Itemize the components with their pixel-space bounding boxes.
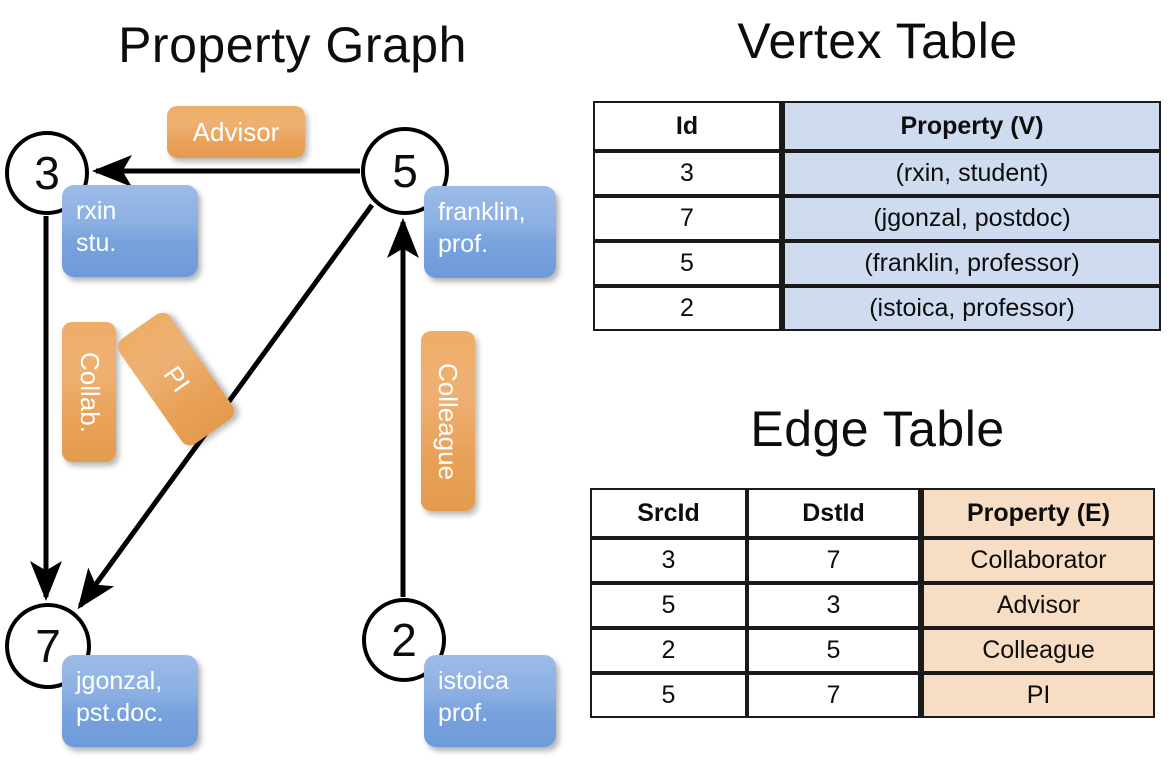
edge-table-header-row: SrcId DstId Property (E) <box>590 488 1155 538</box>
edge-label-collab: Collab. <box>62 322 116 462</box>
edge-cell-dst: 3 <box>747 583 920 628</box>
edge-label-advisor: Advisor <box>167 106 305 158</box>
edge-label-advisor-text: Advisor <box>192 116 280 147</box>
vertex-cell-property: (jgonzal, postdoc) <box>781 196 1161 241</box>
vertex-table-header-row: Id Property (V) <box>593 101 1161 151</box>
edge-table-header-srcid: SrcId <box>590 488 747 538</box>
edge-cell-property: Advisor <box>920 583 1155 628</box>
edge-label-pi-text: PI <box>157 360 196 398</box>
table-row[interactable]: 7 (jgonzal, postdoc) <box>593 196 1161 241</box>
vertex-cell-property: (franklin, professor) <box>781 241 1161 286</box>
edge-cell-src: 2 <box>590 628 747 673</box>
table-row[interactable]: 5 (franklin, professor) <box>593 241 1161 286</box>
edge-table-header-property: Property (E) <box>920 488 1155 538</box>
table-row[interactable]: 2 5 Colleague <box>590 628 1155 673</box>
vertex-cell-id: 3 <box>593 151 781 196</box>
edge-cell-dst: 7 <box>747 538 920 583</box>
edge-label-colleague-text: Colleague <box>433 362 464 480</box>
edge-cell-dst: 5 <box>747 628 920 673</box>
graph-node-3-label: 3 <box>34 147 60 199</box>
vertex-table-header-property: Property (V) <box>781 101 1161 151</box>
edge-cell-src: 5 <box>590 583 747 628</box>
vertex-cell-property: (istoica, professor) <box>781 286 1161 331</box>
edge-table-header-dstid: DstId <box>747 488 920 538</box>
node-property-box-3: rxin stu. <box>62 185 198 277</box>
edge-cell-property: PI <box>920 673 1155 718</box>
page-title-property-graph: Property Graph <box>118 17 467 73</box>
edge-cell-dst: 7 <box>747 673 920 718</box>
node-property-box-5: franklin, prof. <box>424 186 556 278</box>
table-row[interactable]: 2 (istoica, professor) <box>593 286 1161 331</box>
graph-node-2[interactable]: 2 <box>362 598 446 682</box>
edge-table: SrcId DstId Property (E) 3 7 Collaborato… <box>590 488 1155 718</box>
edge-label-collab-text: Collab. <box>74 351 105 433</box>
graph-node-2-label: 2 <box>391 614 417 666</box>
node-property-box-2: istoica prof. <box>424 655 556 747</box>
table-row[interactable]: 5 7 PI <box>590 673 1155 718</box>
vertex-cell-id: 5 <box>593 241 781 286</box>
graph-node-5[interactable]: 5 <box>361 127 449 215</box>
vertex-table: Id Property (V) 3 (rxin, student) 7 (jgo… <box>593 101 1161 331</box>
edge-cell-property: Colleague <box>920 628 1155 673</box>
vertex-cell-property: (rxin, student) <box>781 151 1161 196</box>
edge-cell-property: Collaborator <box>920 538 1155 583</box>
edge-cell-src: 3 <box>590 538 747 583</box>
node-property-box-7: jgonzal, pst.doc. <box>62 655 198 747</box>
property-graph-diagram: 3 5 7 2 rxin stu. franklin, prof. jgonza… <box>5 106 556 747</box>
edge-label-colleague: Colleague <box>421 331 475 511</box>
table-row[interactable]: 3 (rxin, student) <box>593 151 1161 196</box>
page-title-vertex-table: Vertex Table <box>737 13 1018 69</box>
graph-node-5-label: 5 <box>392 145 418 197</box>
vertex-cell-id: 2 <box>593 286 781 331</box>
page-title-edge-table: Edge Table <box>750 401 1005 457</box>
edge-cell-src: 5 <box>590 673 747 718</box>
vertex-table-header-id: Id <box>593 101 781 151</box>
vertex-cell-id: 7 <box>593 196 781 241</box>
graph-node-7-label: 7 <box>35 620 61 672</box>
table-row[interactable]: 5 3 Advisor <box>590 583 1155 628</box>
table-row[interactable]: 3 7 Collaborator <box>590 538 1155 583</box>
